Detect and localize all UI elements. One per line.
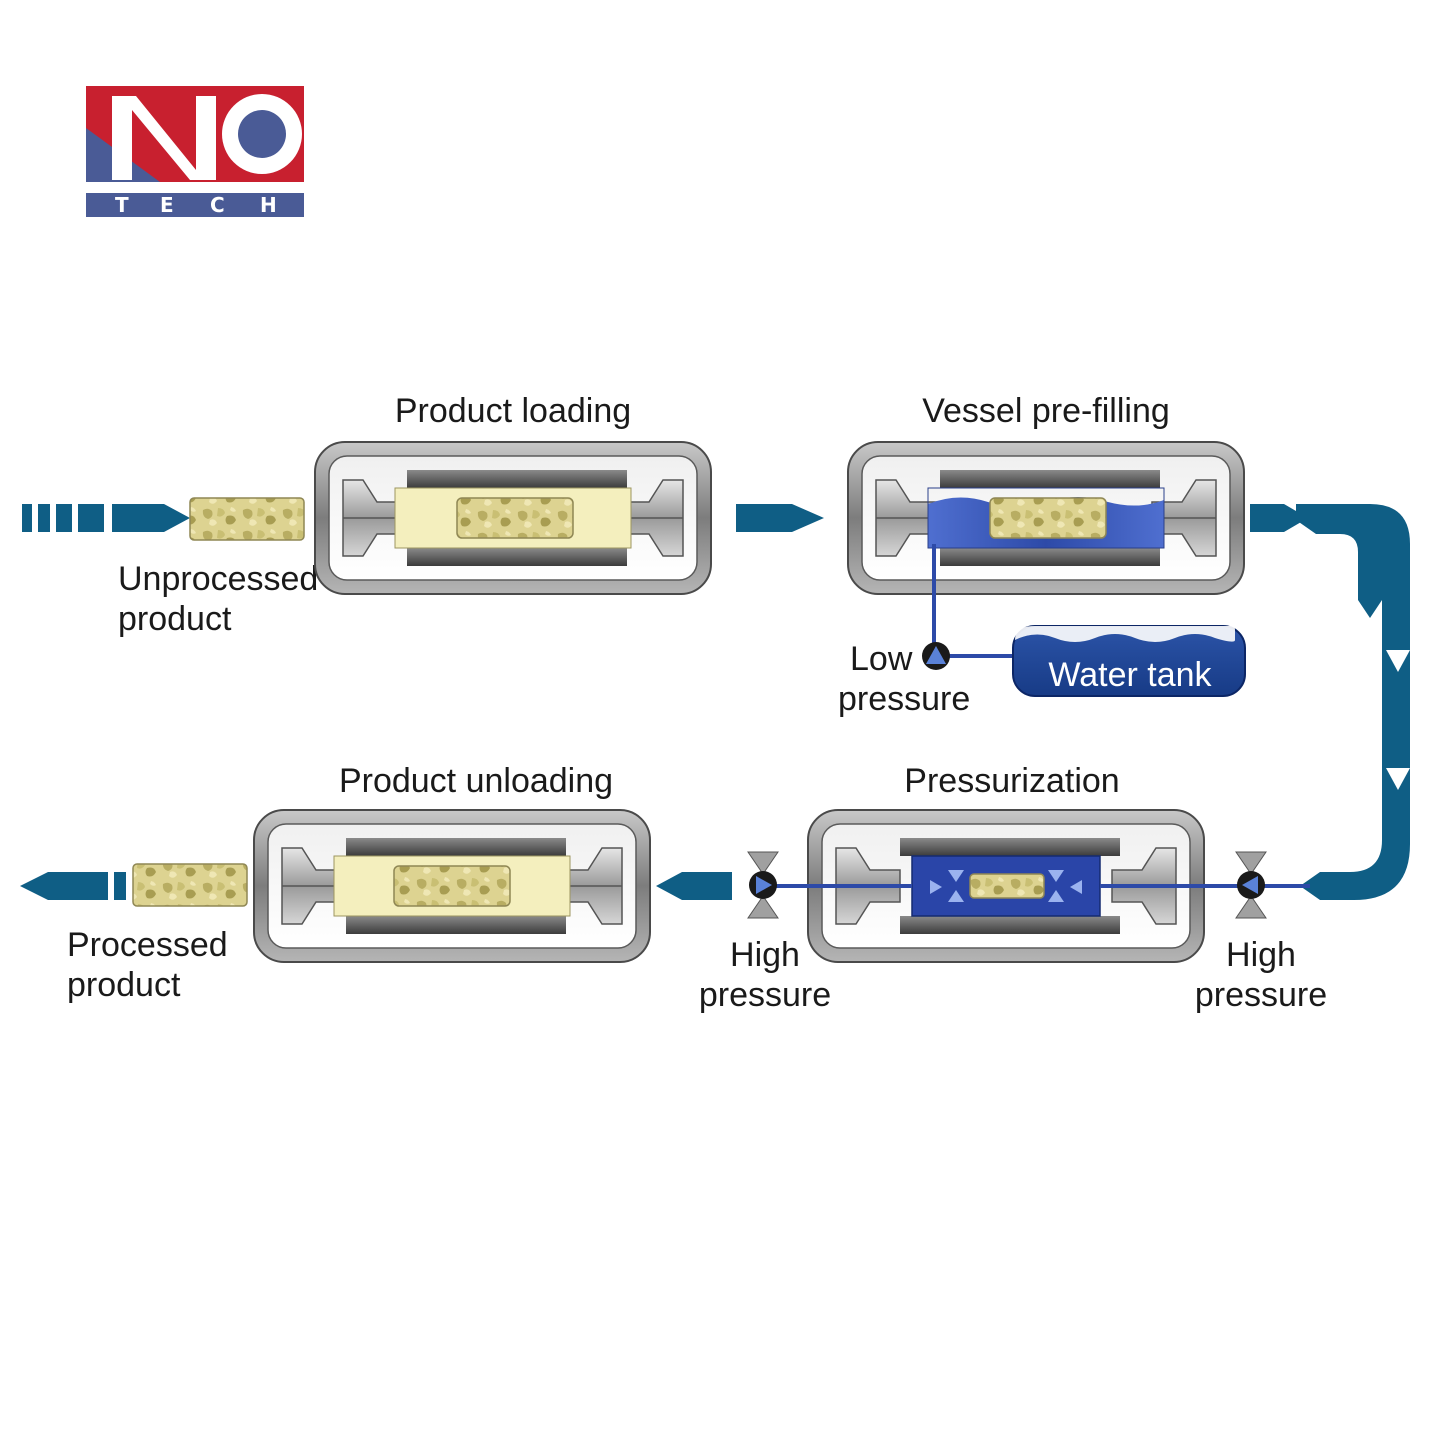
high-pressure-left-line1: High bbox=[730, 936, 800, 974]
stage-title-pressurization: Pressurization bbox=[904, 762, 1119, 800]
brand-logo: T E C H bbox=[86, 86, 304, 217]
high-pressure-right-line2: pressure bbox=[1195, 976, 1327, 1014]
valve-icon bbox=[1235, 851, 1267, 919]
inflow-arrow bbox=[22, 504, 190, 532]
logo-letter-t: T bbox=[115, 193, 129, 217]
product-block-icon bbox=[132, 863, 248, 907]
unprocessed-label-line2: product bbox=[118, 600, 232, 638]
flow-chevron bbox=[1386, 768, 1410, 790]
product-block-icon bbox=[189, 497, 305, 541]
product-block-icon bbox=[989, 497, 1107, 539]
processed-label-line2: product bbox=[67, 966, 181, 1004]
flow-arrow-return bbox=[1296, 504, 1410, 900]
flow-arrow bbox=[656, 872, 732, 900]
product-block-icon bbox=[456, 497, 574, 539]
flow-arrow bbox=[736, 504, 824, 532]
low-pressure-label-line1: Low bbox=[850, 640, 913, 678]
stage-title-loading: Product loading bbox=[395, 392, 631, 430]
stage-title-prefilling: Vessel pre-filling bbox=[922, 392, 1170, 430]
processed-label-line1: Processed bbox=[67, 926, 228, 964]
pump-icon bbox=[922, 642, 950, 670]
water-tank-icon: Water tank bbox=[1012, 625, 1246, 697]
logo-letter-h: H bbox=[260, 193, 277, 217]
vessel-loading bbox=[314, 441, 712, 595]
vessel-unloading bbox=[253, 809, 651, 963]
flow-arrow bbox=[1250, 504, 1308, 532]
flow-chevron bbox=[1386, 650, 1410, 672]
logo-letter-e: E bbox=[160, 193, 174, 217]
product-block-icon bbox=[969, 873, 1045, 899]
water-tank-label: Water tank bbox=[1048, 656, 1212, 694]
low-pressure-label-line2: pressure bbox=[838, 680, 970, 718]
outflow-arrow bbox=[20, 872, 126, 900]
stage-title-unloading: Product unloading bbox=[339, 762, 613, 800]
unprocessed-label-line1: Unprocessed bbox=[118, 560, 318, 598]
vessel-prefilling bbox=[847, 441, 1245, 595]
high-pressure-left-line2: pressure bbox=[699, 976, 831, 1014]
high-pressure-right-line1: High bbox=[1226, 936, 1296, 974]
product-block-icon bbox=[393, 865, 511, 907]
valve-icon bbox=[747, 851, 779, 919]
logo-letter-c: C bbox=[210, 193, 225, 217]
